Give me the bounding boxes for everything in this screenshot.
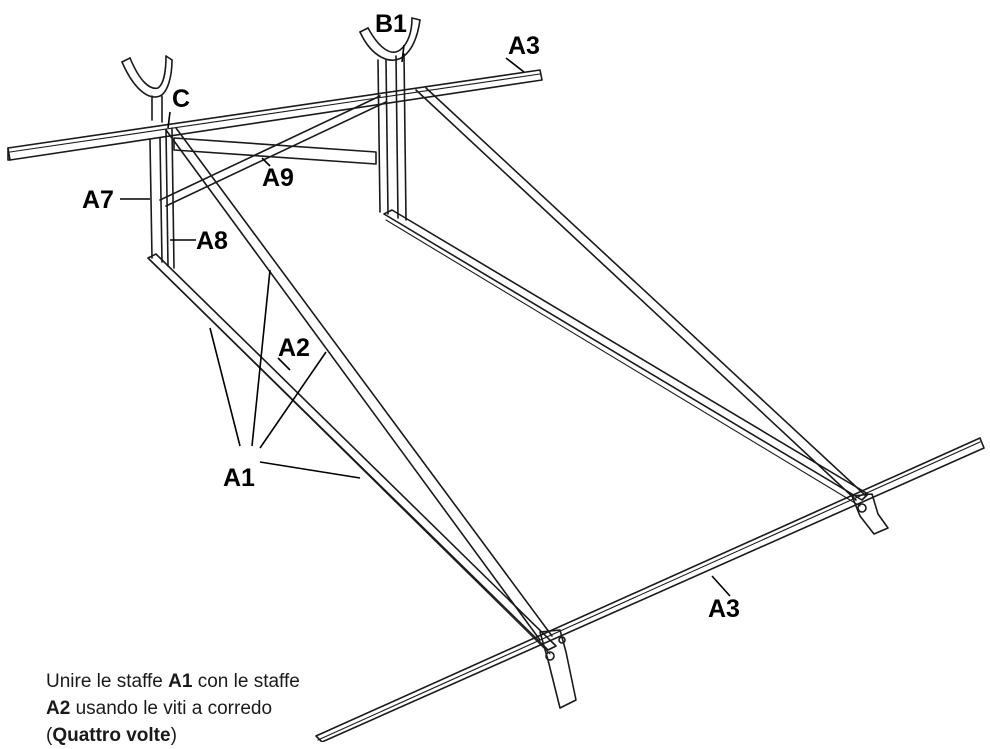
caption-text-3: usando le viti a corredo [70,698,273,719]
instruction-caption: Unire le staffe A1 con le staffe A2 usan… [46,668,366,749]
caption-repeat-note: Quattro volte [52,725,171,746]
caption-part-a2: A2 [46,698,71,719]
caption-paren-close: ) [170,725,177,746]
label-b1: B1 [375,10,407,38]
label-a3-top: A3 [508,32,540,60]
bottom-crossbar-a3 [315,437,985,742]
left-diagonal-brace [165,127,553,641]
right-foot [851,493,889,535]
caption-line-2: A2 usando le viti a corredo [46,695,366,722]
label-c: C [172,85,190,113]
right-upright-b1 [359,17,421,221]
label-a8: A8 [196,227,228,255]
caption-line-1: Unire le staffe A1 con le staffe [46,668,366,695]
right-base-rail [383,209,869,507]
top-crossbar-a3 [7,69,543,161]
left-upright-a7-a8 [121,55,175,269]
label-a9: A9 [262,164,294,192]
caption-part-a1: A1 [168,671,193,692]
caption-text-1: Unire le staffe [46,671,169,692]
caption-text-2: con le staffe [192,671,300,692]
leader-lines [120,44,731,597]
left-base-rail [147,253,557,655]
label-a3-bottom: A3 [708,595,740,623]
caption-line-3: (Quattro volte) [46,722,366,749]
caption-paren-open: ( [46,725,53,746]
label-a1: A1 [223,464,255,492]
left-foot [539,629,577,709]
label-a7: A7 [82,186,114,214]
label-a2: A2 [278,334,310,362]
cross-brace-a9 [159,95,387,207]
right-diagonal-brace [415,87,867,501]
